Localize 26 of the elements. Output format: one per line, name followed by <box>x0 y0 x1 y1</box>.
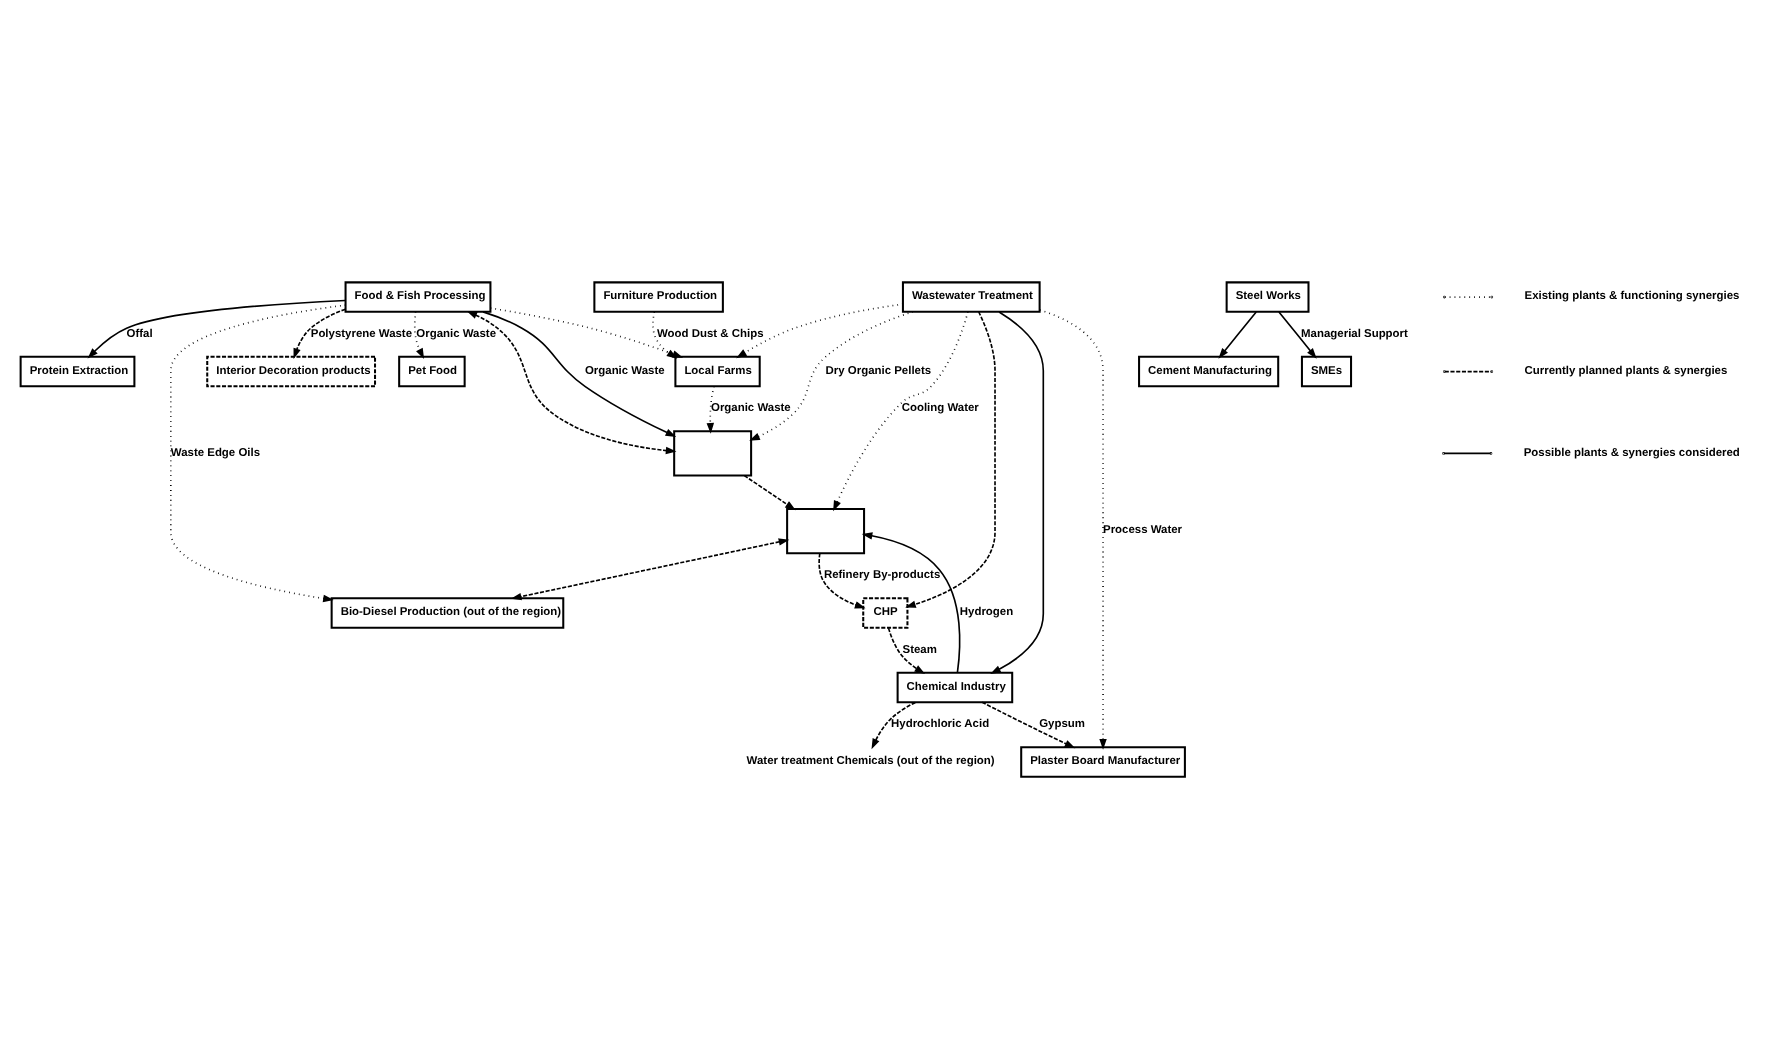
node-box <box>786 507 866 554</box>
arrow <box>1278 310 1317 358</box>
arrow <box>510 537 790 600</box>
arrow <box>981 700 1076 748</box>
arrow <box>482 310 677 436</box>
arrow <box>736 302 904 358</box>
arrow <box>871 700 917 749</box>
arrow <box>743 473 796 510</box>
node-box <box>673 429 753 476</box>
arrow <box>1039 308 1107 749</box>
arrow <box>861 531 961 673</box>
arrow <box>818 551 866 608</box>
arrow <box>489 306 684 357</box>
arrow <box>905 310 996 607</box>
arrow <box>466 309 677 454</box>
arrow <box>1218 310 1258 358</box>
arrow <box>652 310 678 358</box>
arrow <box>833 310 969 511</box>
arrow <box>706 384 715 433</box>
arrow <box>87 298 347 358</box>
arrow <box>749 310 914 440</box>
arrow <box>990 310 1045 673</box>
arrow <box>170 303 347 602</box>
arrow <box>293 307 347 358</box>
arrow <box>413 310 425 359</box>
arrow <box>887 626 926 674</box>
